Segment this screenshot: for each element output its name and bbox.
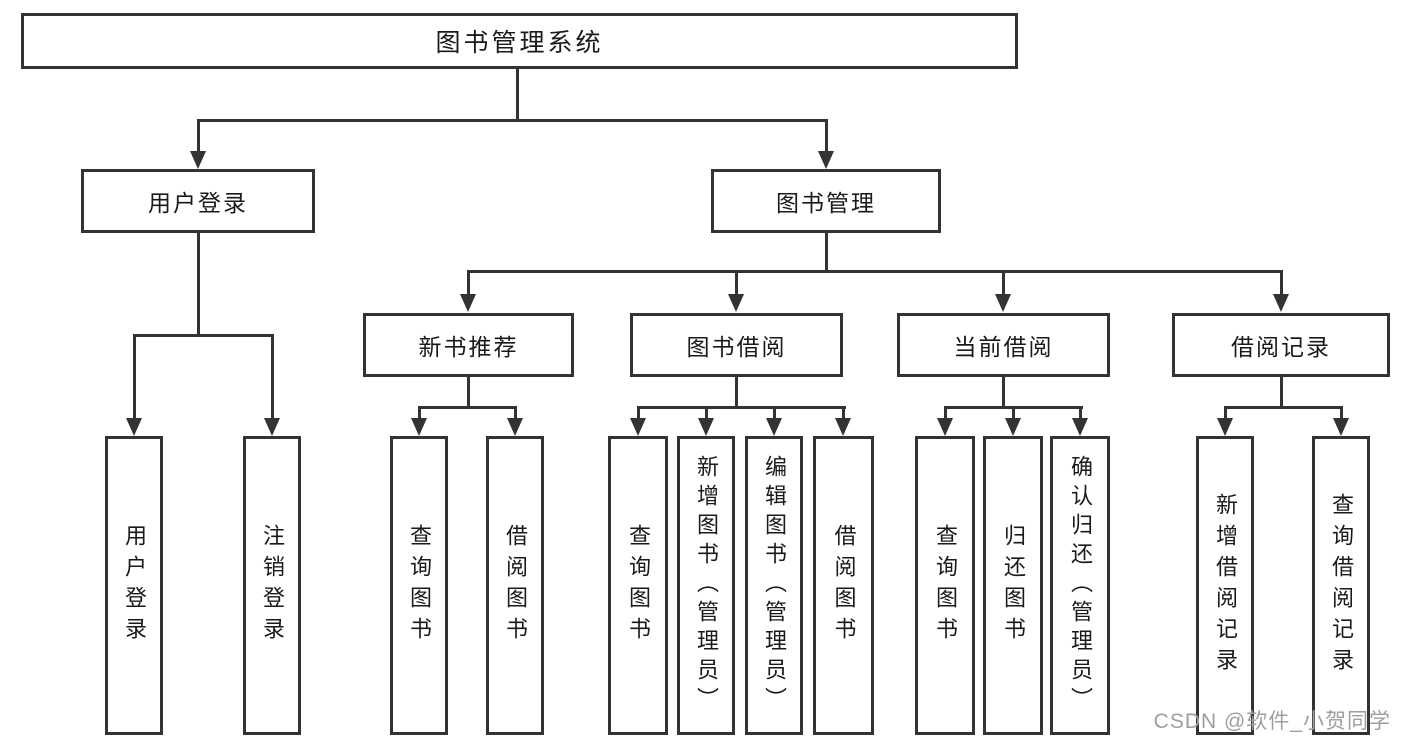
arrowhead-down-icon [1333,418,1349,436]
connector-line [824,233,828,272]
node-leaf-borrow-query-label: 查询图书 [626,523,651,648]
arrowhead-down-icon [1005,418,1021,436]
node-leaf-newbook-query: 查询图书 [390,436,448,735]
node-leaf-user-login-label: 用户登录 [122,523,147,648]
connector-line [1279,377,1283,408]
connector-line [772,405,776,420]
node-leaf-borrow-book-label: 借阅图书 [831,523,857,648]
node-leaf-query-borrow-record: 查询借阅记录 [1312,436,1370,735]
node-leaf-current-query: 查询图书 [915,436,975,735]
connector-line [196,118,828,122]
node-leaf-newbook-borrow-label: 借阅图书 [503,523,528,648]
arrowhead-down-icon [1273,294,1289,312]
node-leaf-logout: 注销登录 [243,436,301,735]
connector-line [466,377,470,408]
node-leaf-newbook-borrow: 借阅图书 [486,436,544,735]
node-book-borrow: 图书借阅 [630,313,843,377]
node-leaf-logout-label: 注销登录 [260,523,285,648]
connector-line [1279,271,1283,296]
node-book-management-label: 图书管理 [776,190,876,216]
node-book-management: 图书管理 [711,169,941,233]
watermark: CSDN @软件_小贺同学 [1153,710,1391,733]
node-leaf-add-borrow-record-label: 新增借阅记录 [1213,492,1238,679]
node-borrow-records-label: 借阅记录 [1231,334,1331,360]
connector-line [466,269,1283,273]
connector-line [1339,405,1343,420]
connector-line [1011,405,1015,420]
node-leaf-confirm-return-label: 确认归还（管理员） [1068,455,1093,716]
node-leaf-borrow-add-book-label: 新增图书（管理员） [694,455,719,716]
arrowhead-down-icon [818,151,834,169]
arrowhead-down-icon [507,418,523,436]
node-root-label: 图书管理系统 [435,29,604,57]
arrowhead-down-icon [460,294,476,312]
arrowhead-down-icon [190,151,206,169]
node-user-login-label: 用户登录 [148,190,248,216]
node-leaf-return-book: 归还图书 [983,436,1043,735]
node-new-book-recommend-label: 新书推荐 [418,334,519,360]
arrowhead-down-icon [264,418,280,436]
node-current-borrow: 当前借阅 [897,313,1110,377]
connector-line [636,405,846,409]
arrowhead-down-icon [411,418,427,436]
connector-line [824,120,828,153]
arrowhead-down-icon [995,294,1011,312]
node-borrow-records: 借阅记录 [1172,313,1390,377]
node-leaf-current-query-label: 查询图书 [933,523,958,648]
node-leaf-borrow-edit-book-label: 编辑图书（管理员） [762,455,787,716]
node-user-login: 用户登录 [81,169,315,233]
connector-line [417,405,421,420]
node-leaf-borrow-add-book: 新增图书（管理员） [677,436,735,735]
connector-line [1001,377,1005,408]
connector-line [1223,405,1227,420]
connector-line [1001,271,1005,296]
node-book-borrow-label: 图书借阅 [686,334,787,360]
arrowhead-down-icon [698,418,714,436]
node-new-book-recommend: 新书推荐 [363,313,574,377]
node-leaf-newbook-query-label: 查询图书 [407,523,432,648]
arrowhead-down-icon [728,294,744,312]
connector-line [270,335,274,420]
connector-line [513,405,517,420]
arrowhead-down-icon [766,418,782,436]
connector-line [636,405,640,420]
connector-line [466,271,470,296]
node-leaf-user-login: 用户登录 [105,436,163,735]
connector-line [132,333,274,337]
arrowhead-down-icon [126,418,142,436]
node-leaf-query-borrow-record-label: 查询借阅记录 [1329,492,1354,679]
node-leaf-return-book-label: 归还图书 [1001,523,1026,648]
connector-line [704,405,708,420]
connector-line [842,405,845,420]
node-leaf-borrow-book: 借阅图书 [813,436,874,735]
arrowhead-down-icon [1217,418,1233,436]
arrowhead-down-icon [630,418,646,436]
connector-line [734,377,738,408]
connector-line [417,405,517,409]
node-root: 图书管理系统 [21,13,1018,69]
connector-line [734,271,738,296]
node-leaf-add-borrow-record: 新增借阅记录 [1196,436,1254,735]
arrowhead-down-icon [835,418,851,436]
connector-line [1223,405,1343,409]
node-leaf-borrow-edit-book: 编辑图书（管理员） [745,436,803,735]
connector-line [196,233,200,337]
connector-line [196,120,200,153]
node-current-borrow-label: 当前借阅 [953,334,1054,360]
connector-line [1078,405,1082,420]
arrowhead-down-icon [937,418,953,436]
node-leaf-confirm-return: 确认归还（管理员） [1050,436,1110,735]
connector-line [943,405,947,420]
arrowhead-down-icon [1072,418,1088,436]
connector-line [515,69,519,120]
node-leaf-borrow-query: 查询图书 [608,436,668,735]
connector-line [132,335,136,420]
